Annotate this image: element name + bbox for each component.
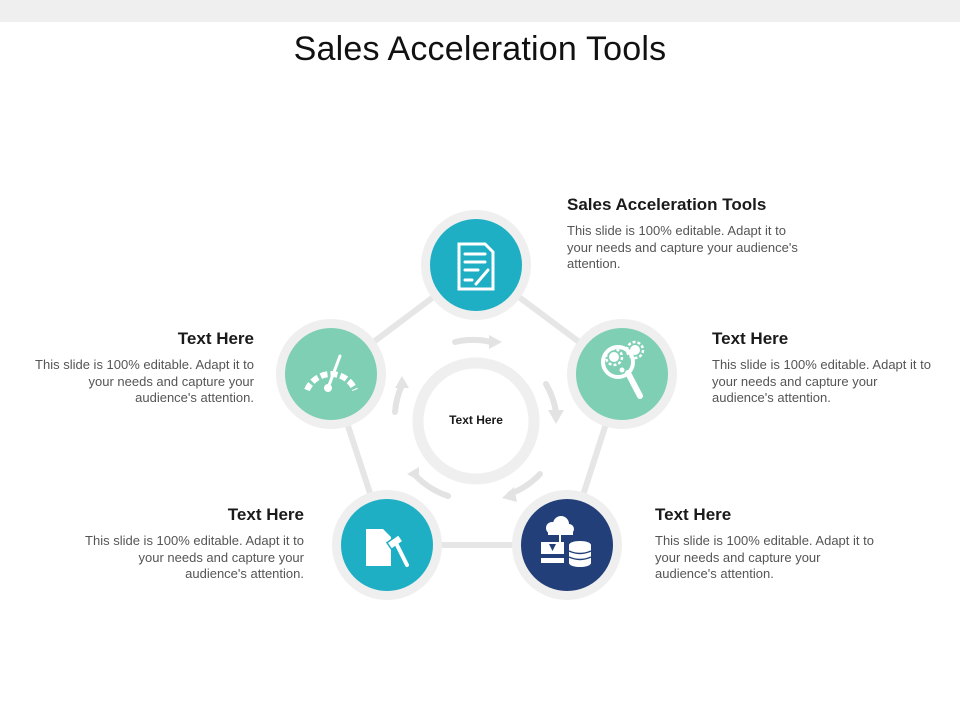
- magnifier-gears-icon: [601, 340, 645, 399]
- center-ring: [412, 357, 540, 485]
- document-checklist-icon: [457, 242, 495, 291]
- text-block-bottom-right-heading: Text Here: [655, 505, 732, 524]
- cycle-arrow-1: [452, 337, 494, 345]
- cycle-arrowhead-4: [407, 467, 419, 481]
- text-block-right-body: This slide is 100% editable. Adapt it to…: [712, 357, 931, 405]
- text-block-left-heading: Text Here: [177, 329, 254, 348]
- slide-title: Sales Acceleration Tools: [293, 30, 667, 68]
- text-block-bottom-right: Text Here This slide is 100% editable. A…: [655, 505, 885, 583]
- text-block-bottom-right-body: This slide is 100% editable. Adapt it to…: [655, 533, 874, 581]
- cycle-arrow-2: [543, 381, 559, 415]
- cloud-database-icon: [541, 516, 592, 567]
- document-gavel-icon: [366, 529, 409, 567]
- cycle-arrow-4: [412, 472, 451, 499]
- text-block-bottom-left: Text Here This slide is 100% editable. A…: [74, 505, 304, 583]
- text-block-right: Text Here This slide is 100% editable. A…: [712, 329, 942, 407]
- speedometer-icon: [304, 354, 358, 392]
- text-block-right-heading: Text Here: [712, 329, 789, 348]
- node-bottom-right-circle: [521, 499, 613, 591]
- node-left: [276, 319, 386, 429]
- text-block-top-heading: Sales Acceleration Tools: [567, 195, 767, 214]
- text-block-top: Sales Acceleration Tools This slide is 1…: [567, 195, 807, 273]
- cycle-arrowhead-5: [395, 376, 409, 388]
- text-block-top-body: This slide is 100% editable. Adapt it to…: [567, 223, 798, 271]
- top-band: [0, 0, 960, 22]
- node-top: [421, 210, 531, 320]
- node-right-circle: [576, 328, 668, 420]
- cycle-arrowhead-3: [502, 487, 517, 502]
- node-right: [567, 319, 677, 429]
- text-block-left: Text Here This slide is 100% editable. A…: [24, 329, 254, 407]
- node-bottom-left: [332, 490, 442, 600]
- text-block-left-body: This slide is 100% editable. Adapt it to…: [35, 357, 254, 405]
- node-bottom-right: [512, 490, 622, 600]
- cycle-arrow-5: [392, 382, 405, 415]
- center-label: Text Here: [449, 413, 503, 427]
- cycle-arrowheads: [395, 335, 564, 502]
- text-block-bottom-left-body: This slide is 100% editable. Adapt it to…: [85, 533, 304, 581]
- node-top-circle: [430, 219, 522, 311]
- text-block-bottom-left-heading: Text Here: [227, 505, 304, 524]
- cycle-arrowhead-2: [548, 410, 564, 424]
- cycle-arrowhead-1: [489, 335, 502, 349]
